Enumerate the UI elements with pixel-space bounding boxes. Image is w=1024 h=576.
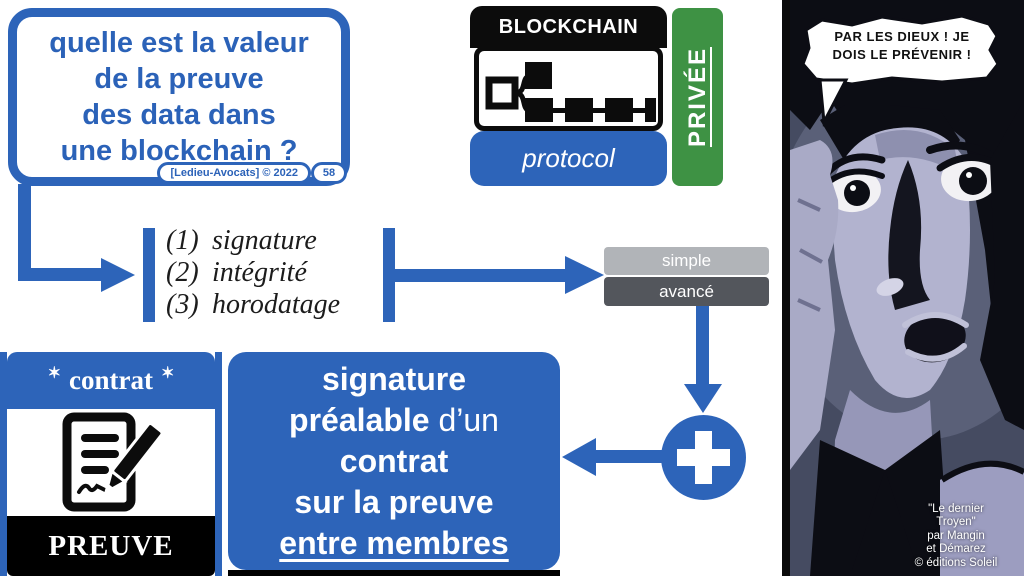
signature-box-line: signature <box>321 360 467 397</box>
list-bar-right <box>383 228 395 322</box>
pen-icon <box>103 421 164 495</box>
comic-panel: PAR LES DIEUX ! JE DOIS LE PRÉVENIR ! "L… <box>782 0 1024 576</box>
credit-line: © éditions Soleil <box>914 556 998 569</box>
arrow-shaft-to-levels <box>395 269 565 282</box>
list-item-number: (2) <box>166 257 199 288</box>
elbow-connector-vertical <box>18 184 31 281</box>
question-line: une blockchain ? <box>60 135 298 167</box>
signature-box-shadow <box>228 570 560 576</box>
contract-proof-unit: ✶ contrat ✶ PREUVE <box>0 352 222 576</box>
credit-line: Troyen" <box>936 516 976 528</box>
signature-box-line: contrat <box>339 442 449 479</box>
elbow-connector-horizontal <box>18 268 102 281</box>
signature-box-line: entre membres <box>279 524 509 561</box>
speech-line: PAR LES DIEUX ! JE <box>834 29 970 44</box>
regular-text: d’un <box>429 401 499 438</box>
list-bar-left <box>143 228 155 322</box>
arrow-shaft-down <box>696 306 709 386</box>
author-credit-badge: [Ledieu-Avocats] © 2022 <box>157 162 311 184</box>
signature-box-line: préalable d’un <box>289 400 499 441</box>
signature-contract-box: signature préalable d’un contrat sur la … <box>228 352 560 570</box>
list-item: (3) horodatage <box>166 289 381 321</box>
bold-text: préalable <box>289 401 430 438</box>
question-line: quelle est la valeur <box>49 27 309 59</box>
credit-line: "Le dernier <box>928 502 984 515</box>
credit-line: par Mangin <box>927 529 985 542</box>
page-number-badge: 58 <box>311 162 347 184</box>
level-advanced: avancé <box>604 277 769 306</box>
protocol-label: protocol <box>470 131 667 186</box>
speech-line: DOIS LE PRÉVENIR ! <box>832 47 972 62</box>
arrow-right-icon <box>565 256 604 294</box>
star-icon: ✶ <box>160 364 175 382</box>
proof-functions-list: (1) signature (2) intégrité (3) horodata… <box>166 225 381 321</box>
list-item-label: signature <box>212 225 317 256</box>
question-line: des data dans <box>82 99 276 131</box>
private-label: PRIVÉE <box>683 46 711 148</box>
level-simple: simple <box>604 247 769 275</box>
list-item-label: horodatage <box>212 289 341 320</box>
blockchain-title: BLOCKCHAIN <box>470 6 667 48</box>
arrow-shaft-left <box>594 450 664 463</box>
signature-box-line: sur la preuve <box>294 483 494 520</box>
contract-header: ✶ contrat ✶ <box>7 352 215 409</box>
speech-bubble: PAR LES DIEUX ! JE DOIS LE PRÉVENIR ! <box>812 28 992 64</box>
arrow-left-icon <box>562 438 596 476</box>
question-line: de la preuve <box>94 63 264 95</box>
document-pen-icon <box>62 412 164 511</box>
list-item: (2) intégrité <box>166 257 381 289</box>
star-icon: ✶ <box>47 364 62 382</box>
plus-icon-bar <box>695 431 712 484</box>
blockchain-icon <box>485 61 656 122</box>
blockchain-icon-panel <box>474 46 663 131</box>
contract-label: contrat <box>69 365 153 395</box>
arrow-down-icon <box>684 384 722 413</box>
proof-footer: PREUVE <box>7 516 215 576</box>
question-box: quelle est la valeur de la preuve des da… <box>8 8 350 186</box>
arrow-right-icon <box>101 258 135 292</box>
list-item-label: intégrité <box>212 257 307 288</box>
contract-body <box>7 409 215 516</box>
plus-icon <box>661 415 746 500</box>
credit-line: et Démarez <box>926 543 986 555</box>
comic-artwork-icon <box>790 0 1024 576</box>
comic-credit: "Le dernier Troyen" par Mangin et Démare… <box>896 503 1016 571</box>
list-item-number: (1) <box>166 225 199 256</box>
private-banner: PRIVÉE <box>672 8 723 186</box>
list-item: (1) signature <box>166 225 381 257</box>
list-item-number: (3) <box>166 289 199 320</box>
